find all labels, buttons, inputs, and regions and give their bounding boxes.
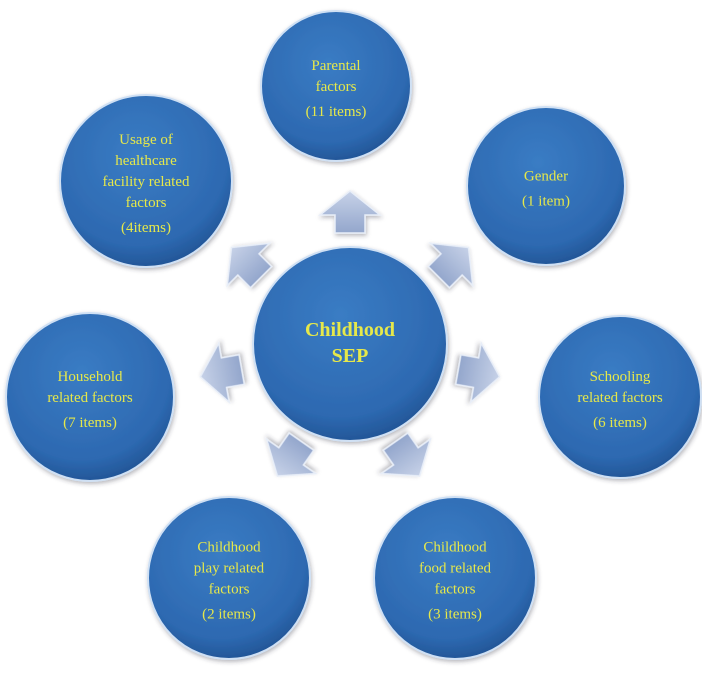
circle-shape [5, 312, 175, 482]
node-parental: Parental factors (11 items) [260, 10, 412, 162]
node-label-line: food related [419, 561, 492, 577]
node-label-line: related factors [47, 390, 133, 406]
node-healthcare: Usage of healthcare facility related factor… [59, 94, 233, 268]
node-play: Childhood play related factors (2 items) [147, 496, 311, 660]
node-label-line: (11 items) [306, 104, 367, 120]
circle-shape [59, 94, 233, 268]
node-label-line: (3 items) [428, 607, 482, 623]
circle-shape [538, 315, 702, 479]
arrow-icon-healthcare [226, 242, 273, 289]
node-food: Childhood food related factors (3 items) [373, 496, 537, 660]
arrow-icon-gender [427, 242, 474, 289]
node-label-line: (6 items) [593, 415, 647, 431]
circle-shape [252, 246, 448, 442]
arrow-icon-play [265, 431, 318, 477]
node-label-line: factors [209, 582, 250, 598]
node-label-line: (7 items) [63, 415, 117, 431]
node-label-line: factors [435, 582, 476, 598]
circle-shape [373, 496, 537, 660]
node-label-line: related factors [577, 390, 663, 406]
node-gender: Gender (1 item) [466, 106, 626, 266]
node-label-line: play related [194, 561, 265, 577]
node-label-line: Schooling [590, 369, 651, 385]
node-label-line: SEP [332, 345, 369, 367]
node-label-line: Household [58, 369, 123, 385]
node-label-line: Childhood [423, 540, 487, 556]
arrow-icon-food [379, 431, 432, 477]
node-label-line: factors [316, 79, 357, 95]
arrow-icon-household [199, 340, 246, 405]
node-label-line: Gender [524, 169, 568, 185]
node-label-line: (4items) [121, 220, 171, 236]
node-schooling: Schooling related factors (6 items) [538, 315, 702, 479]
node-label-line: healthcare [115, 153, 177, 169]
node-label-line: (1 item) [522, 194, 570, 210]
circle-shape [260, 10, 412, 162]
node-household: Household related factors (7 items) [5, 312, 175, 482]
node-label-line: facility related [102, 174, 190, 190]
arrow-icon-schooling [454, 340, 501, 405]
circle-shape [147, 496, 311, 660]
node-label-line: Childhood [197, 540, 261, 556]
node-label-line: Childhood [305, 319, 395, 341]
arrow-icon-parental [317, 190, 383, 234]
circle-shape [466, 106, 626, 266]
node-label-line: factors [126, 195, 167, 211]
node-label-line: Parental [311, 58, 360, 74]
node-label-line: (2 items) [202, 607, 256, 623]
node-label-line: Usage of [119, 132, 173, 148]
